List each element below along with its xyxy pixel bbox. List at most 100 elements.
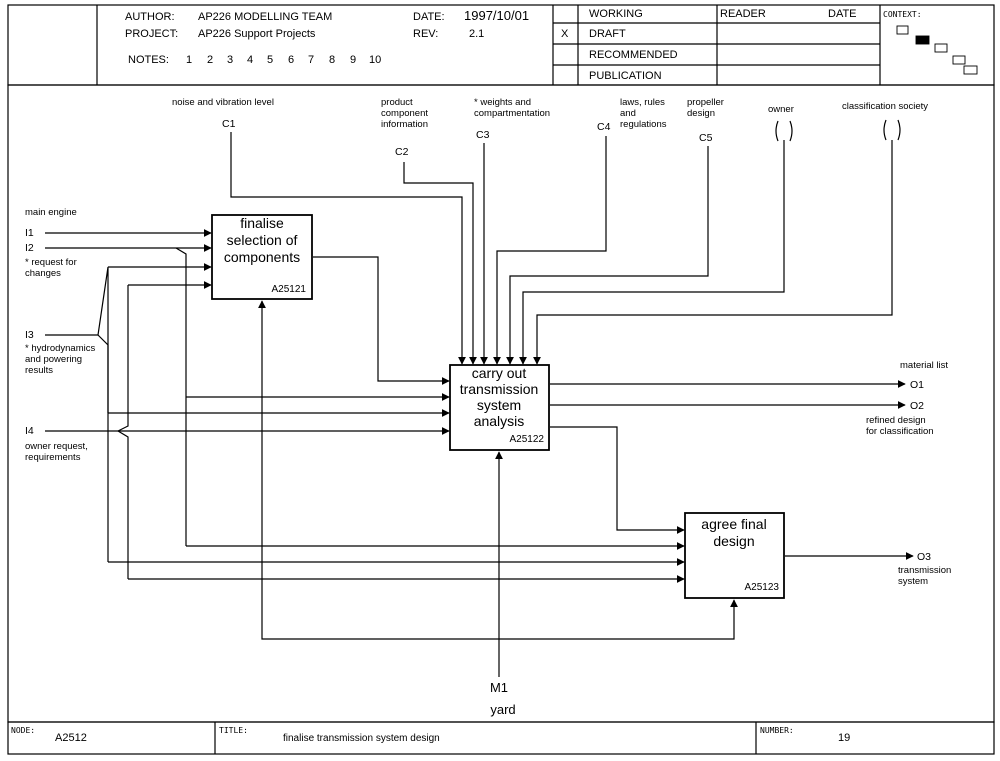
arrow-i2-branch [175, 247, 187, 546]
control-code: C4 [597, 121, 611, 133]
input-code: I4 [25, 425, 34, 437]
status-working: WORKING [589, 8, 643, 20]
activity-box-a25121[interactable]: finalise selection of components A25121 [211, 214, 313, 300]
input-label-line: changes [25, 268, 61, 279]
arrow-m1-to-a25121 [258, 300, 499, 640]
output-code: O3 [917, 551, 931, 563]
note-number: 6 [288, 54, 294, 66]
date-label: DATE: [413, 11, 445, 23]
arrow-a25122-to-a25123 [550, 426, 685, 534]
activity-box-a25122[interactable]: carry out transmission system analysis A… [449, 364, 550, 451]
control-label-line: compartmentation [474, 108, 550, 119]
arrow-classification-society [533, 140, 893, 365]
activity-title-line: carry out [472, 365, 527, 381]
note-number: 10 [369, 54, 381, 66]
input-label-line: results [25, 365, 53, 376]
note-number: 7 [308, 54, 314, 66]
number-label: NUMBER: [760, 726, 794, 735]
output-label-line: transmission [898, 565, 951, 576]
output-labels: material list O1 O2 refined design for c… [866, 360, 951, 587]
input-label-line: owner request, [25, 441, 88, 452]
page-number: 19 [838, 732, 850, 744]
date-value: 1997/10/01 [464, 8, 529, 23]
note-number: 4 [247, 54, 253, 66]
note-number: 8 [329, 54, 335, 66]
arrows-inputs [45, 229, 685, 583]
control-label-line: propeller [687, 97, 724, 108]
activity-title-line: transmission [460, 381, 539, 397]
input-label-line: * hydrodynamics [25, 343, 95, 354]
mechanism-labels: M1 yard [490, 680, 516, 717]
mechanism-label: yard [490, 702, 515, 717]
arrows-mechanisms [258, 300, 738, 677]
control-label-line: regulations [620, 119, 667, 130]
control-code: C5 [699, 132, 713, 144]
status-draft: DRAFT [589, 28, 626, 40]
control-label-line: design [687, 108, 715, 119]
status-publication: PUBLICATION [589, 70, 662, 82]
output-label-line: material list [900, 360, 948, 371]
diagram-title: finalise transmission system design [283, 733, 440, 744]
arrows-controls [230, 119, 901, 365]
arrow-i4-branch-up [117, 285, 129, 432]
activity-id: A25122 [510, 434, 545, 445]
author-value: AP226 MODELLING TEAM [198, 11, 332, 23]
node-label: NODE: [11, 726, 35, 735]
output-code: O2 [910, 400, 924, 412]
input-label-line: * request for [25, 257, 77, 268]
input-code: I2 [25, 242, 34, 254]
note-number: 3 [227, 54, 233, 66]
note-number: 9 [350, 54, 356, 66]
input-labels: main engine I1 I2 * request for changes … [25, 207, 95, 463]
input-code: I3 [25, 329, 34, 341]
control-label-line: product [381, 97, 413, 108]
control-labels: noise and vibration level C1 product com… [172, 97, 928, 158]
arrow-c2 [403, 162, 477, 365]
output-label-line: refined design [866, 415, 926, 426]
activity-title-line: design [713, 533, 754, 549]
arrow-c1 [230, 132, 466, 365]
input-label-line: main engine [25, 207, 77, 218]
activity-title-line: components [224, 249, 300, 265]
control-label-line: owner [768, 104, 794, 115]
activity-id: A25121 [272, 284, 307, 295]
control-label-line: and [620, 108, 636, 119]
arrow-a25121-to-a25122 [313, 256, 450, 385]
control-code: C1 [222, 118, 236, 130]
output-label-line: system [898, 576, 928, 587]
activity-title-line: analysis [474, 413, 525, 429]
activity-title-line: agree final [701, 516, 766, 532]
input-label-line: and powering [25, 354, 82, 365]
output-label-line: for classification [866, 426, 934, 437]
control-label-line: information [381, 119, 428, 130]
arrow-i3-branch-down [97, 334, 109, 562]
activity-box-a25123[interactable]: agree final design A25123 [684, 512, 785, 599]
arrow-i4-branch-down [117, 430, 129, 579]
output-code: O1 [910, 379, 924, 391]
control-label-line: component [381, 108, 428, 119]
note-number: 2 [207, 54, 213, 66]
activity-title-line: finalise [240, 215, 284, 231]
context-node-map [896, 25, 978, 75]
note-number: 5 [267, 54, 273, 66]
activity-id: A25123 [745, 582, 780, 593]
activity-title-line: system [477, 397, 521, 413]
notes-label: NOTES: [128, 54, 169, 66]
mechanism-code: M1 [490, 680, 508, 695]
input-code: I1 [25, 227, 34, 239]
arrow-m1-to-a25123 [499, 599, 738, 640]
control-label-line: laws, rules [620, 97, 665, 108]
reader-label: READER [720, 8, 766, 20]
control-label-line: classification society [842, 101, 928, 112]
reader-date-label: DATE [828, 8, 857, 20]
tunnel-classification-society [883, 119, 901, 141]
arrow-owner [519, 140, 785, 365]
arrow-c5 [506, 146, 709, 365]
activity-title-line: selection of [227, 232, 298, 248]
arrow-c4 [493, 136, 607, 365]
tunnel-owner [775, 120, 793, 142]
context-label: CONTEXT: [883, 10, 922, 19]
status-mark-draft: X [561, 28, 569, 40]
author-label: AUTHOR: [125, 11, 175, 23]
